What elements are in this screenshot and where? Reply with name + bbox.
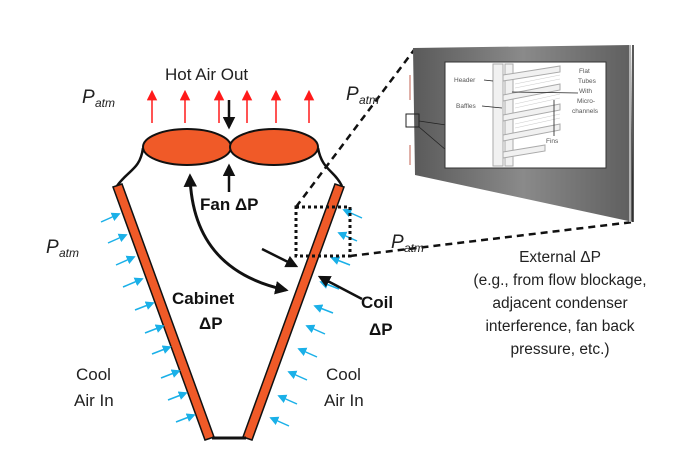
patm-label-top-right: P atm (346, 84, 379, 107)
svg-text:pressure, etc.): pressure, etc.) (510, 341, 609, 358)
external-dp-label: External ΔP (e.g., from flow blockage, a… (473, 249, 646, 358)
svg-text:(e.g., from flow blockage,: (e.g., from flow blockage, (473, 272, 646, 289)
inset-label-micro: Micro- (577, 98, 595, 105)
hot-air-out-label: Hot Air Out (165, 65, 248, 84)
svg-text:P: P (391, 232, 404, 253)
svg-text:P: P (346, 84, 359, 105)
inset-label-with: With (579, 88, 592, 95)
inset-label-fins: Fins (546, 138, 559, 145)
coil-right (242, 183, 345, 441)
cabinet-dp-arrow (183, 173, 289, 295)
cool-air-right-line2: Air In (324, 391, 364, 410)
shroud-left (115, 147, 145, 187)
coil-dp-label: ΔP (369, 320, 393, 339)
cool-air-left-line1: Cool (76, 365, 111, 384)
shroud-right (316, 147, 344, 187)
inset-label-channels: channels (572, 108, 599, 115)
coil-dp-arrow (317, 275, 363, 301)
fan-left (142, 128, 232, 166)
cool-air-left-line2: Air In (74, 391, 114, 410)
svg-text:atm: atm (95, 96, 115, 110)
leader-line-top (295, 49, 415, 208)
inset-label-tubes: Tubes (578, 78, 597, 85)
hot-air-arrows (146, 89, 315, 123)
patm-label-left: P atm (46, 237, 79, 260)
patm-label-right: P atm (391, 232, 424, 255)
cabinet-dp-label: ΔP (199, 314, 223, 333)
cool-air-arrows-left (100, 212, 196, 423)
coil-detail-inset: Header Baffles Flat Tubes With Micro- ch… (405, 45, 634, 222)
detail-box (294, 205, 352, 258)
fan-dp-label: Fan ΔP (200, 195, 259, 214)
svg-text:External ΔP: External ΔP (519, 249, 601, 266)
inset-label-baffles: Baffles (456, 103, 477, 110)
svg-text:P: P (82, 87, 95, 108)
inset-label-flat: Flat (579, 68, 590, 75)
svg-text:atm: atm (359, 93, 379, 107)
svg-text:interference, fan back: interference, fan back (485, 318, 634, 335)
svg-text:atm: atm (59, 246, 79, 260)
coil-inlet-arrow (261, 247, 299, 268)
cool-air-right-line1: Cool (326, 365, 361, 384)
coil-label: Coil (361, 293, 393, 312)
inset-label-header: Header (454, 77, 476, 84)
fan-right (229, 128, 319, 166)
svg-text:adjacent condenser: adjacent condenser (492, 295, 627, 312)
svg-text:P: P (46, 237, 59, 258)
patm-label-top-left: P atm (82, 87, 115, 110)
cabinet-label: Cabinet (172, 289, 235, 308)
svg-text:atm: atm (404, 241, 424, 255)
